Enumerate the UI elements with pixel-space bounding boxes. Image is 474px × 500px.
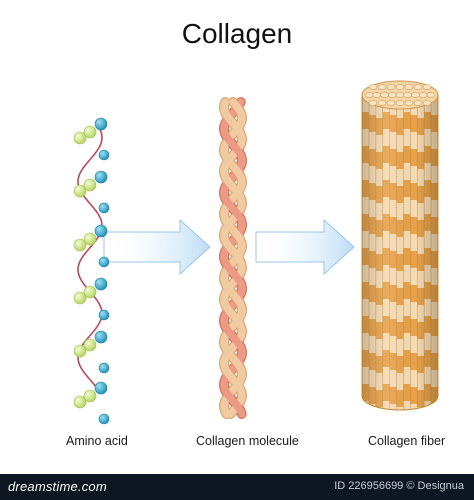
amino-bead — [83, 232, 97, 246]
fiber-strand-end — [422, 84, 432, 90]
fiber-strand-end — [426, 92, 436, 98]
fiber-band — [375, 407, 384, 410]
amino-acid-chain — [73, 117, 110, 425]
amino-bead — [83, 338, 97, 352]
amino-bead — [98, 256, 110, 268]
fiber-strand-end — [403, 92, 413, 98]
fiber-strand-end — [364, 92, 374, 98]
arrow-amino-to-molecule — [103, 218, 211, 276]
fiber-strand-end — [404, 100, 414, 106]
amino-bead — [98, 202, 110, 214]
helix-strand-segment — [230, 206, 241, 217]
fiber-strand-end — [387, 92, 397, 98]
amino-bead — [73, 131, 87, 145]
helix-strand-segment — [230, 227, 241, 238]
helix-strand-segment — [228, 119, 240, 130]
fiber-strand-end — [368, 100, 378, 106]
helix-strand-segment — [229, 98, 240, 109]
helix-strand-segment — [229, 248, 240, 259]
label-collagen-fiber: Collagen fiber — [368, 434, 446, 448]
fiber-strand-end — [377, 84, 387, 90]
amino-bead — [98, 362, 110, 374]
fiber-strand-end — [395, 92, 405, 98]
amino-bead — [73, 291, 87, 305]
amino-bead — [98, 413, 110, 425]
helix-strand-segment — [228, 332, 239, 343]
diagram-illustration — [73, 80, 439, 425]
amino-bead — [83, 389, 97, 403]
helix-strand-segment — [230, 398, 241, 409]
amino-bead — [73, 395, 87, 409]
fiber-strand-end — [418, 92, 428, 98]
watermark-bar: dreamstime.com ID 226956699 © Designua — [0, 474, 474, 500]
fiber-strand-end — [368, 84, 378, 90]
collagen-molecule-helix — [219, 97, 247, 419]
amino-bead — [94, 117, 108, 131]
helix-strand-segment — [228, 311, 240, 322]
helix-strand-segment — [229, 269, 240, 280]
helix-strand-segment — [228, 140, 239, 151]
fiber-strand-end — [372, 92, 382, 98]
amino-bead — [94, 224, 108, 238]
amino-bead — [73, 238, 87, 252]
image-credit: ID 226956699 © Designua — [334, 480, 464, 492]
amino-bead — [83, 285, 97, 299]
fiber-strand-end — [404, 84, 414, 90]
amino-bead — [73, 344, 87, 358]
helix-strand-segment — [228, 182, 239, 193]
amino-bead — [98, 149, 110, 161]
fiber-strand-end — [422, 100, 432, 106]
amino-bead — [94, 381, 108, 395]
amino-bead — [94, 170, 108, 184]
fiber-shading — [362, 95, 438, 410]
helix-strand-segment — [228, 353, 239, 364]
amino-bead — [83, 178, 97, 192]
label-amino-acid: Amino acid — [66, 434, 128, 448]
label-collagen-molecule: Collagen molecule — [196, 434, 299, 448]
amino-bead — [98, 309, 110, 321]
fiber-strand-end — [377, 100, 387, 106]
fiber-strand-end — [413, 84, 423, 90]
fiber-strand-end — [395, 84, 405, 90]
arrow-molecule-to-fiber — [255, 218, 355, 276]
helix-strand-segment — [228, 374, 239, 385]
fiber-strand-end — [413, 100, 423, 106]
fiber-strand-end — [386, 100, 396, 106]
fiber-strand-end — [411, 92, 420, 98]
helix-strand-segment — [229, 290, 240, 301]
amino-bead — [83, 125, 97, 139]
fiber-bottom-edge — [361, 395, 439, 411]
diagram-title: Collagen — [181, 18, 293, 49]
amino-bead — [94, 277, 108, 291]
fiber-strand-end — [380, 92, 389, 98]
fiber-band — [417, 407, 425, 410]
amino-bead — [94, 330, 108, 344]
helix-strand-segment — [221, 407, 231, 418]
watermark-logo: dreamstime.com — [8, 479, 107, 494]
amino-bead — [73, 184, 87, 198]
fiber-band — [431, 404, 438, 410]
fiber-strand-end — [386, 84, 396, 90]
collagen-fiber — [361, 80, 439, 411]
helix-strand-segment — [228, 161, 239, 172]
fiber-strand-end — [395, 100, 405, 106]
